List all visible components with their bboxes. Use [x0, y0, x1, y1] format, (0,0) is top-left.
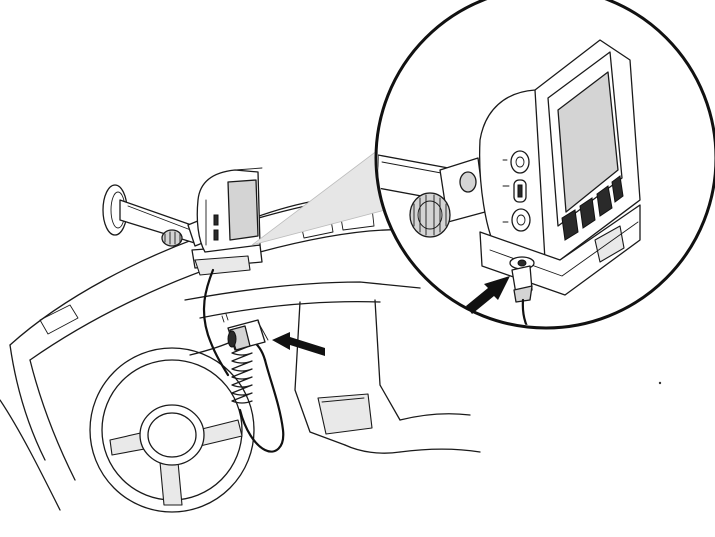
- magnifier-detail-circle-icon: [374, 0, 715, 330]
- car-dashboard-icon: [0, 193, 481, 511]
- dc-power-jack-icon: [466, 276, 510, 314]
- cigarette-lighter-charger-icon: [221, 313, 269, 351]
- magnifier-beam: [251, 149, 386, 246]
- stray-mark: [658, 381, 662, 385]
- windshield-suction-mount-icon: [102, 184, 211, 247]
- steering-wheel-icon: [89, 339, 255, 513]
- insert-direction-arrow-icon: [272, 332, 325, 356]
- gps-navigation-unit-icon: [191, 167, 263, 276]
